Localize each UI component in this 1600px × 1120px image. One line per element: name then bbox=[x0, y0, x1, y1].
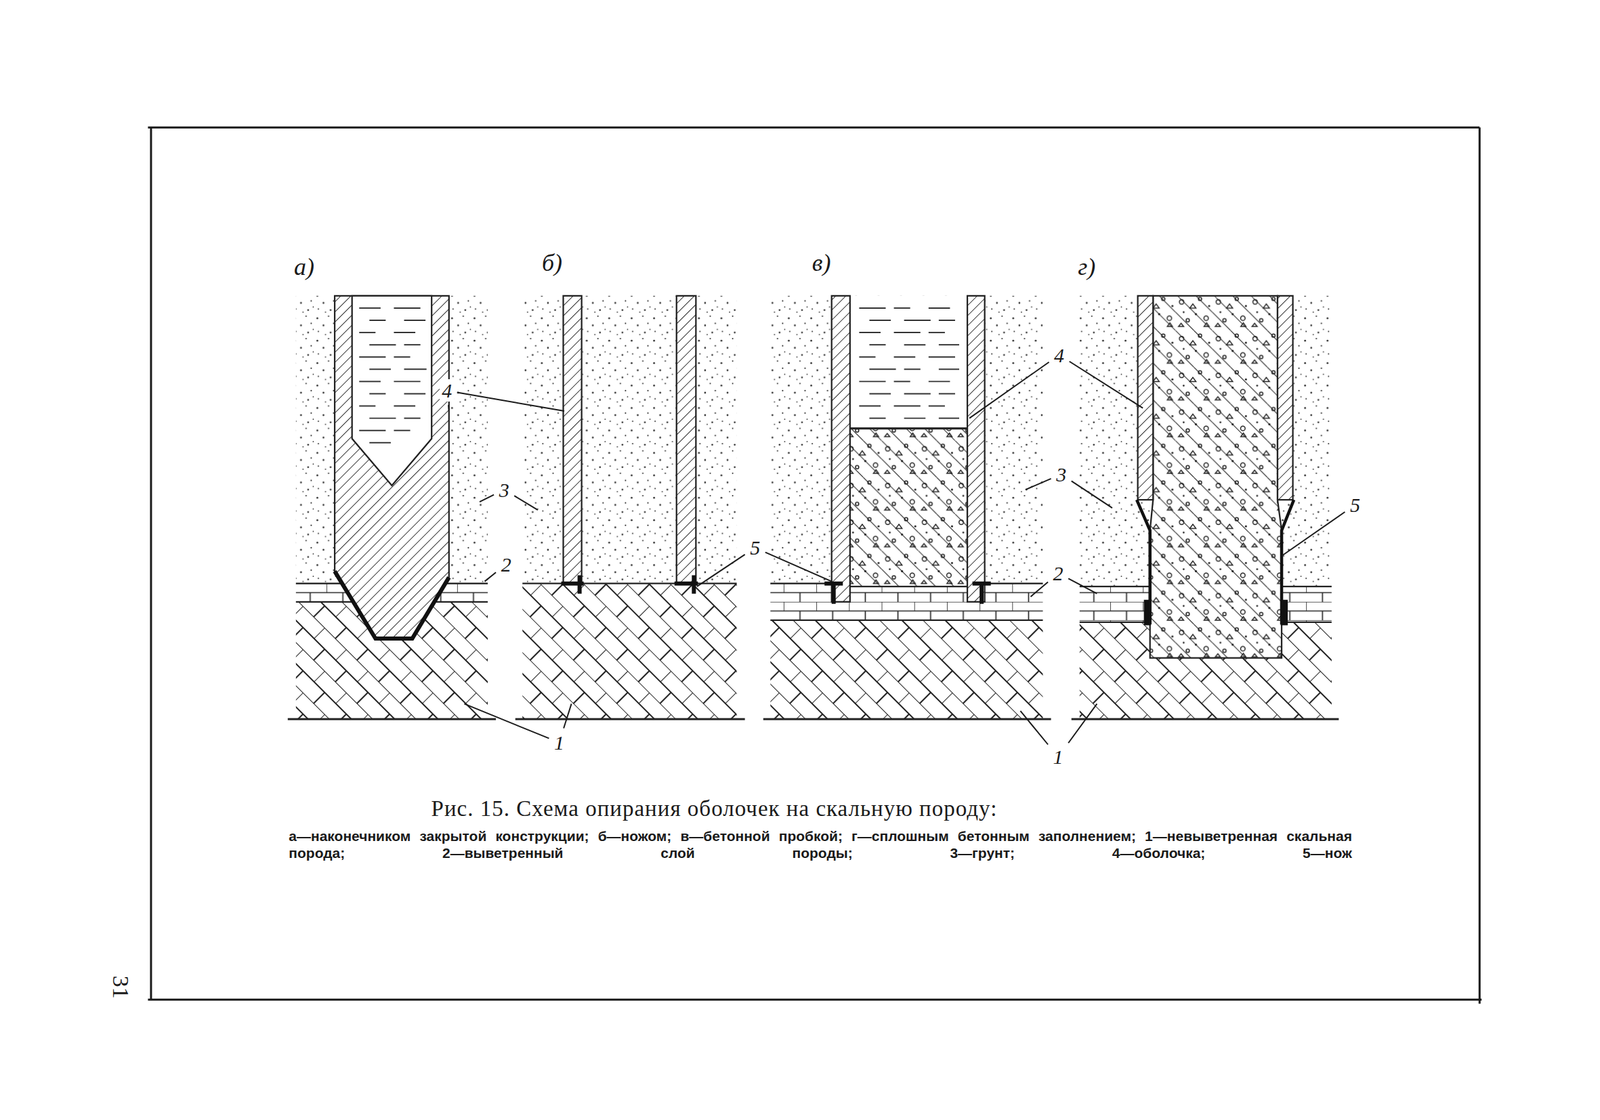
leader-line bbox=[1030, 581, 1048, 597]
leader-line bbox=[563, 703, 572, 729]
leader-line bbox=[1281, 512, 1345, 557]
water-dash bbox=[359, 380, 381, 383]
leader-line bbox=[1069, 361, 1143, 409]
panel-g bbox=[1071, 296, 1340, 720]
panel-letter: в) bbox=[810, 249, 833, 278]
water-dash bbox=[369, 417, 396, 420]
water-dash bbox=[369, 368, 391, 370]
panel-letter: а) bbox=[292, 254, 316, 282]
water-dash bbox=[928, 380, 951, 383]
callout-number: 3 bbox=[497, 478, 512, 502]
water-dash bbox=[869, 417, 886, 420]
water-dash bbox=[858, 307, 886, 309]
water-dash bbox=[369, 344, 396, 346]
water-dash bbox=[904, 392, 931, 395]
water-dash bbox=[858, 331, 881, 334]
water-dash bbox=[894, 307, 911, 309]
leader-line bbox=[1025, 478, 1052, 490]
leader-line bbox=[457, 392, 565, 412]
water-dash bbox=[869, 344, 886, 346]
water-dash bbox=[404, 417, 421, 420]
water-dash bbox=[393, 356, 410, 358]
callout-number: 1 bbox=[552, 731, 567, 754]
leader-line bbox=[697, 554, 746, 587]
water-dash bbox=[393, 307, 420, 309]
water-dash bbox=[404, 392, 427, 395]
water-dash bbox=[938, 368, 960, 370]
water-dash bbox=[393, 331, 416, 334]
water-dash bbox=[928, 405, 945, 408]
panel-letter: г) bbox=[1076, 254, 1097, 282]
panel-a bbox=[287, 296, 496, 720]
water-dash bbox=[938, 392, 956, 395]
callout-number: 1 bbox=[1051, 745, 1066, 769]
callout-number: 2 bbox=[1051, 562, 1066, 585]
water-dash bbox=[938, 319, 956, 322]
page-frame bbox=[147, 127, 1482, 1004]
water-dash bbox=[928, 356, 956, 358]
water-dash bbox=[369, 319, 386, 322]
leader-lines bbox=[448, 361, 1345, 746]
panel-letter: б) bbox=[540, 249, 564, 278]
leader-line bbox=[1068, 703, 1097, 744]
water-dash bbox=[393, 430, 410, 432]
water-dash bbox=[938, 344, 960, 346]
water-dash bbox=[858, 405, 881, 408]
callout-number: 4 bbox=[1051, 344, 1067, 367]
water-dash bbox=[404, 368, 427, 370]
panel-b bbox=[515, 296, 746, 720]
callout-number: 3 bbox=[1054, 463, 1069, 486]
water-dash bbox=[894, 380, 911, 383]
water-dash bbox=[858, 380, 886, 383]
water-dash bbox=[894, 331, 921, 334]
water-dash bbox=[369, 392, 386, 395]
water-dash bbox=[869, 392, 891, 395]
leader-line bbox=[969, 362, 1049, 419]
panel-v bbox=[763, 296, 1052, 720]
leader-line bbox=[514, 495, 538, 511]
callout-number: 5 bbox=[747, 536, 763, 559]
water-dash bbox=[904, 368, 921, 370]
water-dash bbox=[894, 405, 921, 408]
leader-line bbox=[1068, 578, 1097, 594]
figure-caption: Рис. 15. Схема опирания оболочек на скал… bbox=[431, 796, 998, 821]
water-dash bbox=[904, 344, 926, 346]
leader-line bbox=[479, 495, 494, 503]
water-dash bbox=[938, 417, 960, 420]
leader-line bbox=[464, 703, 549, 739]
callout-number: 4 bbox=[439, 379, 454, 402]
water-dash bbox=[904, 417, 926, 420]
water-dash bbox=[404, 344, 421, 346]
callout-number: 5 bbox=[1348, 493, 1363, 517]
water-dash bbox=[404, 319, 427, 322]
water-dash bbox=[928, 331, 945, 334]
water-dash bbox=[904, 319, 931, 322]
callout-number: 2 bbox=[499, 553, 514, 576]
water-dash bbox=[359, 356, 386, 358]
leader-line bbox=[765, 552, 832, 582]
leader-line bbox=[485, 572, 497, 582]
water-dash bbox=[369, 442, 391, 444]
legend-text: а—наконечником закрытой конструкции; б—н… bbox=[288, 827, 1353, 862]
water-dash bbox=[869, 319, 891, 322]
water-dash bbox=[359, 430, 386, 432]
water-dash bbox=[359, 405, 376, 408]
leader-line bbox=[1071, 480, 1113, 509]
water-dash bbox=[359, 331, 376, 334]
leader-line bbox=[1020, 711, 1048, 746]
water-dash bbox=[894, 356, 916, 358]
water-dash bbox=[858, 356, 876, 358]
water-dash bbox=[393, 380, 420, 383]
water-dash bbox=[393, 405, 416, 408]
water-dash bbox=[359, 307, 381, 309]
water-dash bbox=[869, 368, 896, 370]
leader-line bbox=[447, 405, 450, 411]
water-dash bbox=[928, 307, 951, 309]
page-number: 31 bbox=[107, 976, 133, 1000]
